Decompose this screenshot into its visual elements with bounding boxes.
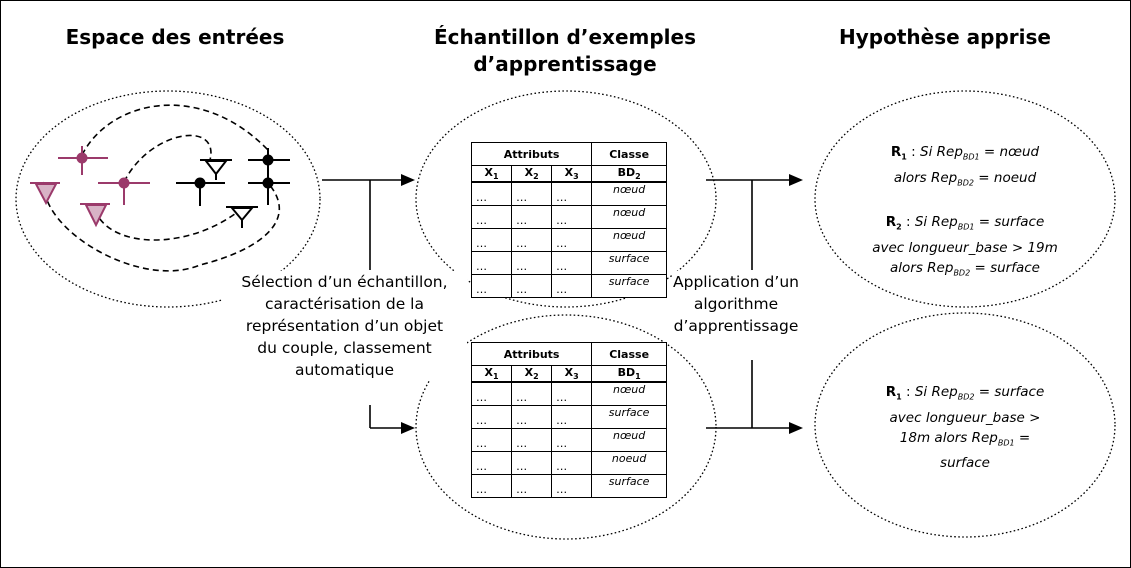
rule-r1-bottom: R1 : Si RepBD2 = surface avec longueur_b… bbox=[885, 384, 1045, 472]
class-value: nœud bbox=[591, 205, 667, 230]
column-class: BD1 bbox=[591, 365, 667, 384]
class-value: surface bbox=[591, 251, 667, 276]
sample-table-bd2: Attributs Classe X1 X2 X3 BD2 ………nœud ……… bbox=[470, 142, 667, 299]
class-value: surface bbox=[591, 405, 667, 430]
title-input-space: Espace des entrées bbox=[65, 25, 285, 49]
table-row: ………nœud bbox=[470, 381, 667, 407]
hypothesis-ellipse-top bbox=[814, 90, 1116, 308]
bd2-surface-icon bbox=[229, 207, 255, 222]
table-row: ………surface bbox=[470, 474, 667, 499]
bd1-surface-icon bbox=[34, 183, 58, 206]
class-value: surface bbox=[591, 274, 667, 299]
bd1-surface-icon bbox=[84, 204, 108, 228]
table-header-class: Classe bbox=[591, 142, 667, 166]
bd2-surface-icon bbox=[203, 160, 229, 176]
caption-selection: Sélection d’un échantillon, caractérisat… bbox=[222, 271, 467, 381]
table-row: ………noeud bbox=[470, 451, 667, 476]
column-x3: X3 bbox=[551, 365, 593, 384]
title-hypothesis: Hypothèse apprise bbox=[839, 25, 1051, 49]
sample-table-bd1: Attributs Classe X1 X2 X3 BD1 ………nœud ……… bbox=[470, 342, 667, 499]
table-header-class: Classe bbox=[591, 342, 667, 366]
caption-application: Application d’un algorithme d’apprentiss… bbox=[672, 271, 800, 337]
table-row: ………surface bbox=[470, 251, 667, 276]
class-value: nœud bbox=[591, 428, 667, 453]
table-row: ………surface bbox=[470, 405, 667, 430]
table-row: ………nœud bbox=[470, 205, 667, 230]
table-row: ………nœud bbox=[470, 228, 667, 253]
rule-r2-top: R2 : Si RepBD1 = surface avec longueur_b… bbox=[872, 214, 1058, 278]
column-x1: X1 bbox=[470, 365, 513, 384]
class-value: noeud bbox=[591, 451, 667, 476]
table-header-attributes: Attributs bbox=[470, 142, 593, 166]
column-x2: X2 bbox=[511, 365, 553, 384]
hypothesis-ellipse-bottom bbox=[814, 312, 1116, 538]
class-value: nœud bbox=[591, 181, 667, 207]
input-space-ellipse bbox=[15, 90, 321, 308]
column-x2: X2 bbox=[511, 165, 553, 184]
flow-connectors bbox=[322, 179, 790, 429]
title-sample-line2: d’apprentissage bbox=[473, 52, 657, 76]
column-x3: X3 bbox=[551, 165, 593, 184]
column-class: BD2 bbox=[591, 165, 667, 184]
sample-ellipse-bottom bbox=[415, 314, 717, 540]
class-value: nœud bbox=[591, 381, 667, 407]
sample-ellipse-top bbox=[415, 90, 717, 308]
arrowheads bbox=[401, 174, 803, 434]
class-value: nœud bbox=[591, 228, 667, 253]
class-value: surface bbox=[591, 474, 667, 499]
table-row: ………nœud bbox=[470, 181, 667, 207]
title-sample-line1: Échantillon d’exemples bbox=[434, 25, 696, 49]
column-x1: X1 bbox=[470, 165, 513, 184]
table-header-attributes: Attributs bbox=[470, 342, 593, 366]
table-row: ………surface bbox=[470, 274, 667, 299]
rule-r1-top: R1 : Si RepBD1 = nœud alors RepBD2 = noe… bbox=[890, 144, 1040, 188]
table-row: ………nœud bbox=[470, 428, 667, 453]
correspondence-links bbox=[43, 104, 281, 272]
